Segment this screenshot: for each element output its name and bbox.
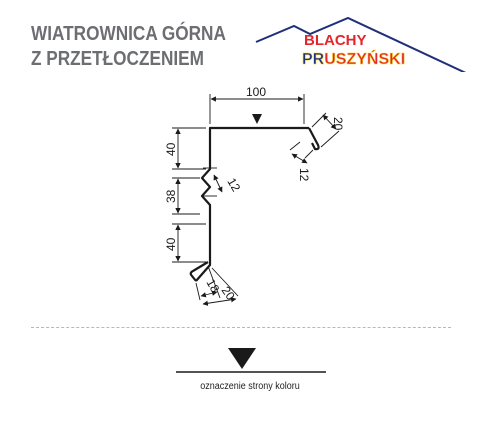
legend (176, 348, 326, 373)
dim-top-right-flange: 20 (331, 117, 345, 131)
triangle-down-icon (228, 348, 256, 369)
dimension-lines (172, 94, 340, 306)
logo-word-bottom: PRUSZYŃSKI (302, 49, 405, 68)
title-line-1: WIATROWNICA GÓRNA (31, 23, 226, 45)
logo-word-bottom-a: PR (302, 51, 325, 68)
dim-left-bottom: 40 (164, 237, 178, 251)
dim-bottom-hem: 18 (203, 277, 222, 296)
dim-left-top: 40 (164, 142, 178, 156)
section-divider (31, 327, 451, 328)
title-line-2: Z PRZETŁOCZENIEM (31, 48, 204, 70)
logo-roof-icon (255, 16, 467, 72)
logo-word-top: BLACHY (304, 32, 367, 49)
dim-left-middle: 38 (164, 189, 178, 203)
dim-step-depth: 12 (224, 176, 243, 195)
logo-word-bottom-b: USZYŃSKI (324, 49, 405, 68)
legend-label: oznaczenie strony koloru (200, 381, 300, 392)
dim-top-width: 100 (246, 85, 266, 99)
page-title: WIATROWNICA GÓRNA Z PRZETŁOCZENIEM (31, 22, 226, 72)
company-logo: BLACHY PRUSZYŃSKI (255, 16, 467, 72)
profile-outline (189, 126, 320, 282)
color-side-marker-icon (252, 114, 262, 124)
dim-top-right-hem: 12 (297, 168, 311, 182)
